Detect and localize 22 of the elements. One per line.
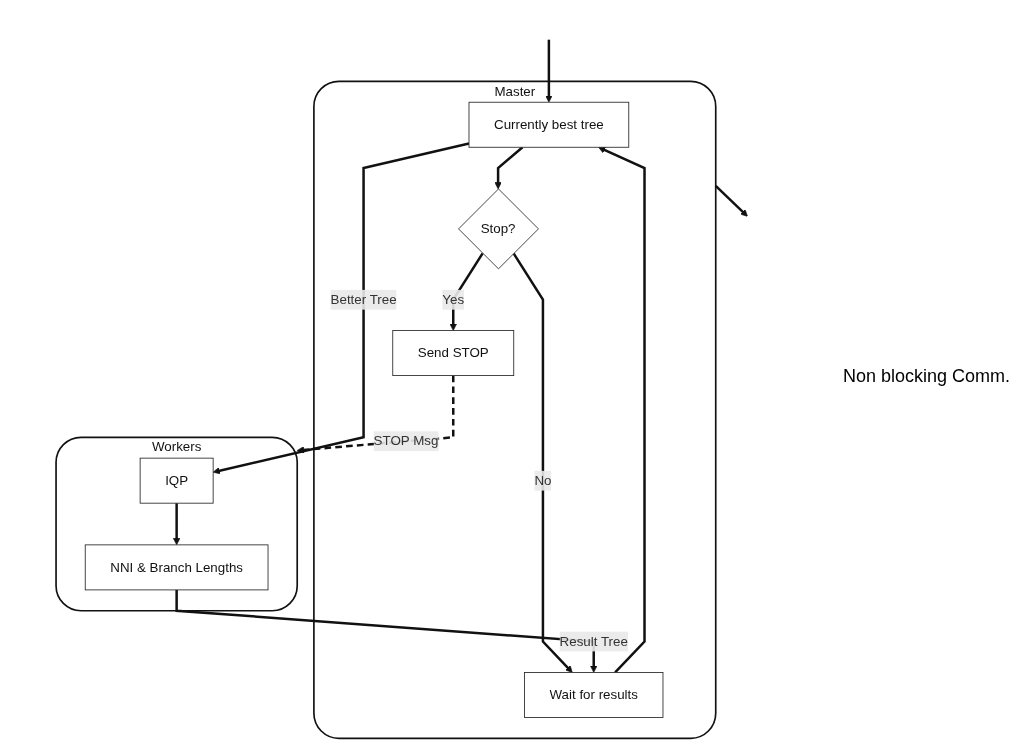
node-diamond: Stop? [458,188,539,270]
arrow [512,252,573,673]
node-box: Wait for results [524,672,664,718]
arrow [714,185,748,217]
node-box: Send STOP [392,330,515,376]
node-box: Currently best tree [468,101,630,148]
edge-label: Yes [442,292,465,307]
arrow [545,39,553,103]
arrow [172,503,181,546]
edge-label: No [534,473,552,488]
arrow [449,252,484,331]
node-box: NNI & Branch Lengths [84,544,269,591]
arrow [212,142,470,475]
arrow [598,146,646,674]
edge-label: Result Tree [559,634,628,649]
edge-label: STOP Msg [373,433,439,448]
arrow [175,589,598,673]
arrow [296,375,455,454]
edge-label: Better Tree [330,292,397,307]
node-box: IQP [139,457,214,504]
arrow [494,146,524,190]
note-label: Non blocking Comm. [843,366,1012,387]
